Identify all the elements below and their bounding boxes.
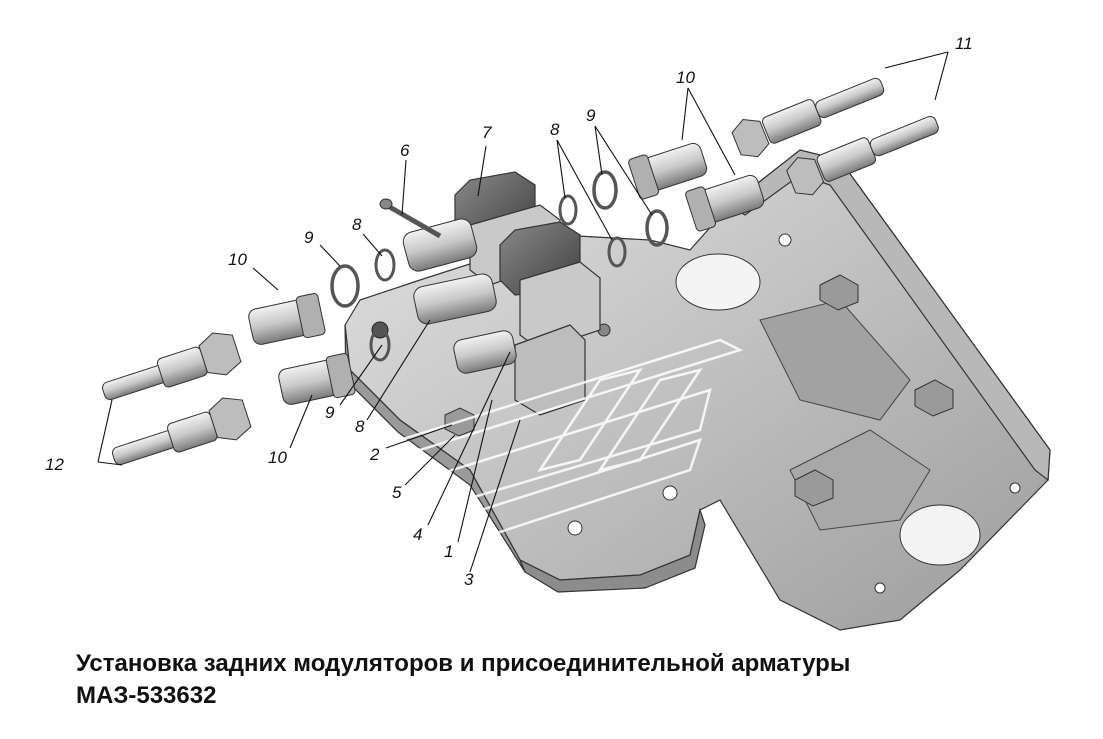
callout-8-right: 8 bbox=[550, 120, 560, 139]
bolt bbox=[379, 198, 442, 239]
callout-4: 4 bbox=[413, 525, 422, 544]
callout-8-bottom: 8 bbox=[355, 417, 365, 436]
callout-1: 1 bbox=[444, 542, 453, 561]
callout-labels: 1 2 3 4 5 6 7 8 8 8 9 9 9 10 10 10 11 12 bbox=[45, 34, 973, 589]
callout-5: 5 bbox=[392, 483, 402, 502]
callout-11: 11 bbox=[955, 34, 973, 53]
callout-10-right: 10 bbox=[676, 68, 695, 87]
callout-7: 7 bbox=[482, 123, 492, 142]
callout-2: 2 bbox=[369, 445, 380, 464]
callout-10-bottom: 10 bbox=[268, 448, 287, 467]
figure-caption: Установка задних модуляторов и присоедин… bbox=[76, 648, 1076, 712]
hose-connectors-left bbox=[102, 332, 252, 466]
watermark bbox=[396, 338, 744, 547]
callout-9-left: 9 bbox=[304, 228, 314, 247]
modulator-lower bbox=[499, 221, 601, 416]
assembly-drawing: 1 2 3 4 5 6 7 8 8 8 9 9 9 10 10 10 11 12 bbox=[45, 34, 1051, 631]
callout-6: 6 bbox=[400, 141, 410, 160]
callout-8-left: 8 bbox=[352, 215, 362, 234]
adapters bbox=[248, 142, 765, 405]
callout-9-right: 9 bbox=[586, 106, 596, 125]
sealing-rings bbox=[330, 170, 669, 362]
callout-12: 12 bbox=[45, 455, 64, 474]
caption-title: Установка задних модуляторов и присоедин… bbox=[76, 650, 851, 677]
callout-10-left: 10 bbox=[228, 250, 247, 269]
leader-lines bbox=[97, 51, 949, 573]
modulator-outlets bbox=[402, 218, 517, 374]
callout-3: 3 bbox=[464, 570, 474, 589]
caption-model: МАЗ-533632 bbox=[76, 682, 217, 709]
hose-connectors-right bbox=[731, 77, 939, 196]
callout-9-bottom: 9 bbox=[325, 403, 335, 422]
